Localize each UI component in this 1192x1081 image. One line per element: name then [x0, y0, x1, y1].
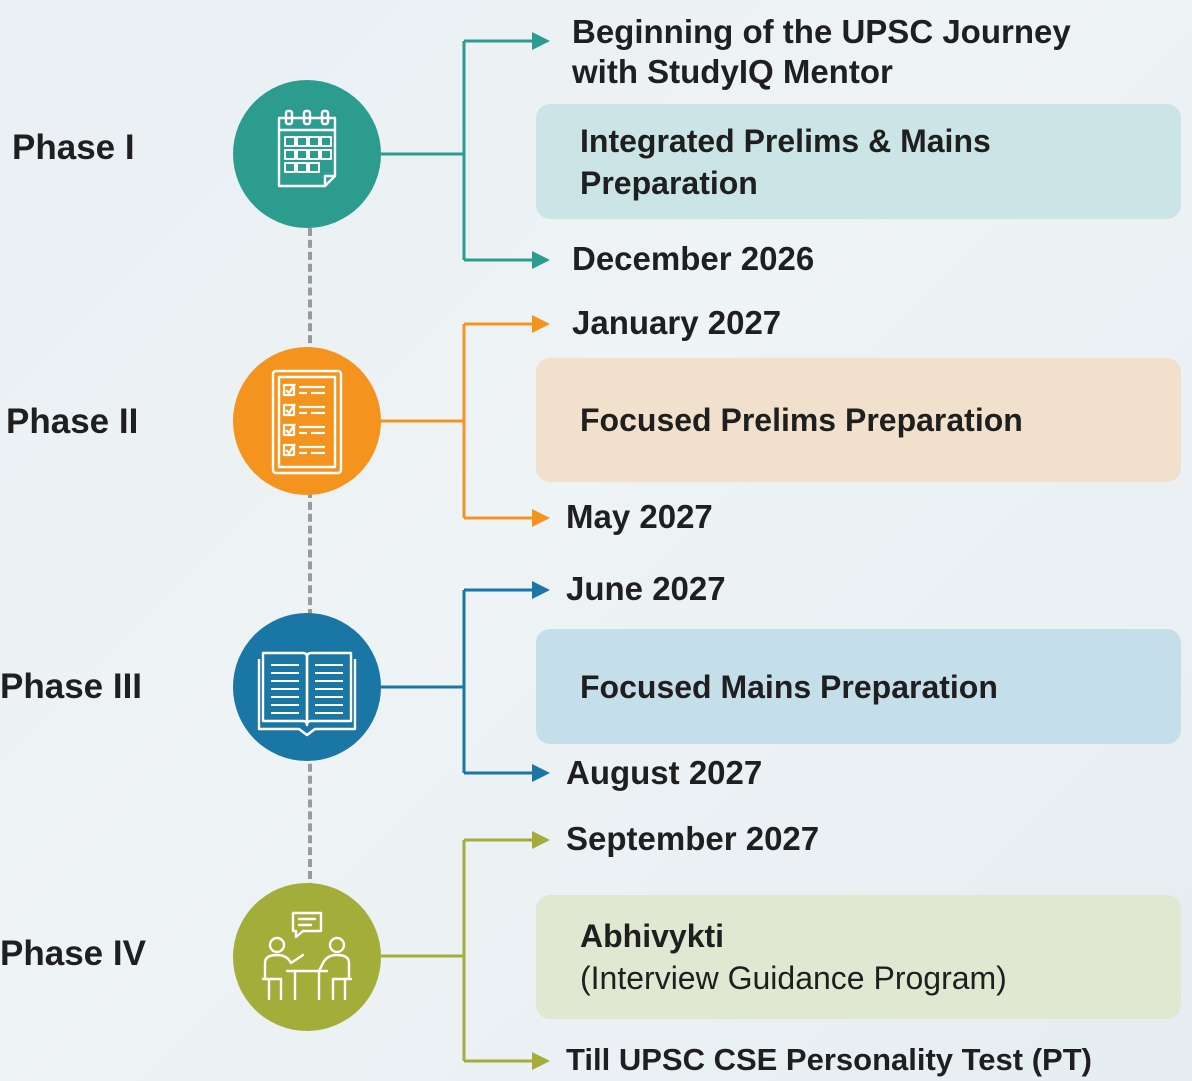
- phase-1-start-line1: Beginning of the UPSC Journey: [572, 13, 1071, 50]
- phase-1-start-line2: with StudyIQ Mentor: [572, 53, 893, 90]
- phase-4-start: September 2027: [566, 820, 820, 857]
- phase-2-circle: [233, 347, 381, 495]
- arrow-icon: [532, 1052, 550, 1070]
- arrow-icon: [532, 581, 550, 599]
- phase-4-title-line2: (Interview Guidance Program): [580, 960, 1007, 996]
- checklist-icon: [271, 369, 343, 475]
- phase-4-card: Abhivykti (Interview Guidance Program): [536, 895, 1181, 1019]
- phase-label: Phase I: [12, 128, 135, 167]
- phase-label: Phase III: [0, 667, 143, 706]
- phase-2-start: January 2027: [572, 304, 782, 341]
- arrow-icon: [532, 32, 550, 50]
- arrow-icon: [532, 315, 550, 333]
- phase-2-card: Focused Prelims Preparation: [536, 358, 1181, 482]
- phase-3-end: August 2027: [566, 754, 763, 791]
- phase-3-circle: [233, 613, 381, 761]
- arrow-icon: [532, 764, 550, 782]
- phase-1-card: Integrated Prelims & Mains Preparation: [536, 104, 1181, 219]
- phase-label: Phase IV: [0, 934, 146, 973]
- phase-4-title: Abhivykti: [580, 918, 725, 954]
- phase-1-title: Integrated Prelims & Mains: [580, 122, 991, 159]
- phase-1-title-line2: Preparation: [580, 164, 758, 201]
- phase-3-card: Focused Mains Preparation: [536, 629, 1181, 744]
- open-book-icon: [257, 651, 357, 737]
- phase-1-start: Beginning of the UPSC Journey with Study…: [572, 12, 1071, 92]
- phase-label: Phase II: [6, 402, 139, 441]
- phase-4-end: Till UPSC CSE Personality Test (PT): [566, 1042, 1092, 1077]
- phase-3-title: Focused Mains Preparation: [580, 668, 998, 705]
- arrow-icon: [532, 831, 550, 849]
- calendar-icon: [277, 109, 337, 188]
- phase-1-end: December 2026: [572, 240, 815, 277]
- phase-2-title: Focused Prelims Preparation: [580, 402, 1023, 438]
- arrow-icon: [532, 251, 550, 269]
- phase-2-end: May 2027: [566, 498, 713, 535]
- arrow-icon: [532, 509, 550, 527]
- phase-4-circle: [233, 883, 381, 1031]
- phase-3-start: June 2027: [566, 570, 726, 607]
- interview-icon: [261, 911, 353, 1001]
- phase-1-circle: [233, 80, 381, 228]
